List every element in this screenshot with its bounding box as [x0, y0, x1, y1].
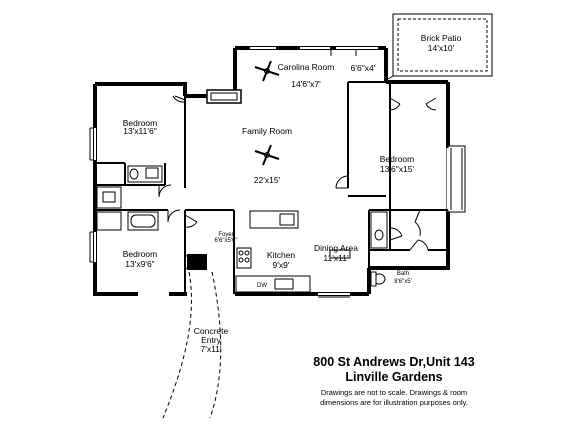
address-line2: Linville Gardens — [345, 370, 442, 384]
foyer-column — [187, 254, 207, 270]
entry-walkway — [162, 271, 222, 419]
bath-dims: 8'6"x5' — [394, 279, 411, 285]
exterior-walls — [89, 46, 466, 298]
family-room-dims: 22'x15' — [254, 175, 281, 185]
closet-dims: 6'6"x4' — [351, 63, 376, 73]
carolina-name: Carolina Room — [278, 62, 335, 72]
kitchen-dims: 9'x9' — [273, 260, 290, 270]
bedroom1-name: Bedroom — [123, 118, 158, 128]
bedroom2-dims: 13'x9'6" — [125, 259, 154, 269]
dishwasher-label: DW — [257, 283, 267, 289]
bath-name: Bath — [397, 271, 409, 277]
fan-icon — [254, 144, 280, 166]
dining-name: Dining Area — [314, 243, 358, 253]
brick-patio — [385, 13, 493, 81]
patio-name: Brick Patio — [421, 33, 462, 43]
fan-icon — [254, 60, 280, 82]
bath-fixtures — [96, 165, 388, 287]
foyer-dims: 6'6"x5'6" — [215, 238, 238, 244]
dining-dims: 11'x11' — [323, 253, 349, 263]
disclaimer-line2: dimensions are for illustration purposes… — [320, 398, 468, 407]
patio-dims: 14'x10' — [428, 43, 455, 53]
entry-dims: 7'x11' — [200, 344, 221, 354]
disclaimer-line1: Drawings are not to scale. Drawings & ro… — [321, 388, 467, 397]
master-bedroom-name: Bedroom — [380, 154, 415, 164]
bedroom1-dims: 13'x11'6" — [123, 126, 157, 136]
entry-name-line1: Concrete — [194, 326, 229, 336]
kitchen-name: Kitchen — [267, 250, 296, 260]
family-room-name: Family Room — [242, 126, 292, 136]
address-line1: 800 St Andrews Dr,Unit 143 — [313, 355, 474, 369]
carolina-dims: 14'6"x7' — [291, 79, 321, 89]
fireplace — [206, 89, 242, 104]
foyer-name: Foyer — [218, 232, 233, 238]
stove — [236, 213, 295, 290]
bedroom2-name: Bedroom — [123, 249, 158, 259]
entry-name-line2: Entry — [201, 335, 222, 345]
master-bedroom-dims: 13'6"x15' — [380, 164, 415, 174]
